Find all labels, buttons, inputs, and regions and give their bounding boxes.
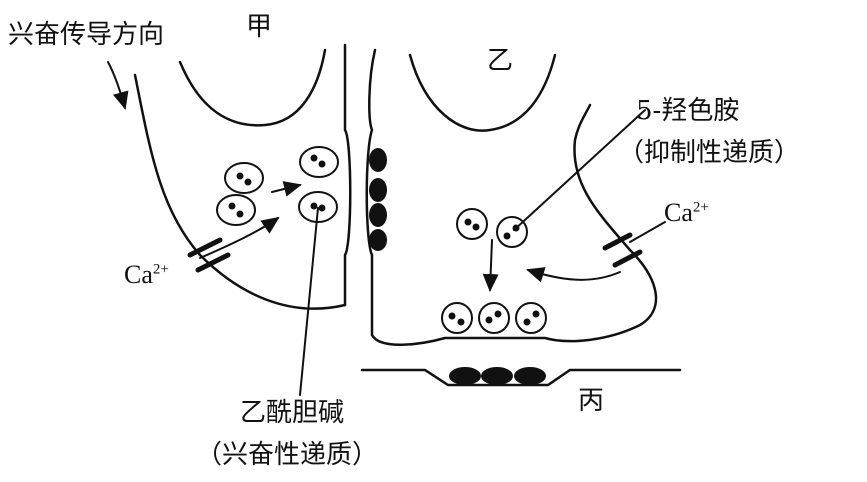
calcium-channel-b bbox=[602, 232, 643, 268]
serotonin-pointer bbox=[513, 109, 646, 231]
serotonin-label: 5-羟色胺 bbox=[636, 96, 740, 126]
acetylcholine-label: 乙酰胆碱 bbox=[240, 398, 345, 428]
direction-arrow bbox=[107, 61, 129, 110]
calcium-pointer-b bbox=[629, 221, 666, 243]
neuron-a-label: 甲 bbox=[246, 12, 273, 42]
neuron-b-terminal bbox=[365, 48, 658, 346]
arrows bbox=[107, 61, 666, 396]
direction-label: 兴奋传导方向 bbox=[8, 20, 165, 50]
calcium-influx-arrow-b bbox=[526, 267, 621, 283]
calcium-label-b: Ca2+ bbox=[664, 198, 709, 227]
vesicles-acetylcholine bbox=[216, 146, 339, 226]
neuron-c-label: 丙 bbox=[578, 386, 605, 416]
serotonin-release-arrow bbox=[482, 239, 499, 292]
serotonin-note: （抑制性递质） bbox=[618, 138, 801, 168]
acetylcholine-note: （兴奋性递质） bbox=[196, 440, 379, 470]
calcium-influx-arrow-a bbox=[199, 216, 280, 259]
calcium-channel-a bbox=[187, 237, 231, 273]
acetylcholine-pointer bbox=[299, 207, 319, 396]
vesicle-movement-arrow bbox=[271, 181, 302, 197]
neuron-c-membrane bbox=[360, 368, 682, 387]
neuron-b-label: 乙 bbox=[487, 46, 514, 76]
calcium-label-a: Ca2+ bbox=[124, 260, 169, 289]
vesicles-serotonin bbox=[441, 208, 547, 334]
neuron-a-terminal bbox=[133, 43, 352, 310]
receptors-b bbox=[369, 148, 387, 251]
receptors-c bbox=[449, 367, 546, 385]
